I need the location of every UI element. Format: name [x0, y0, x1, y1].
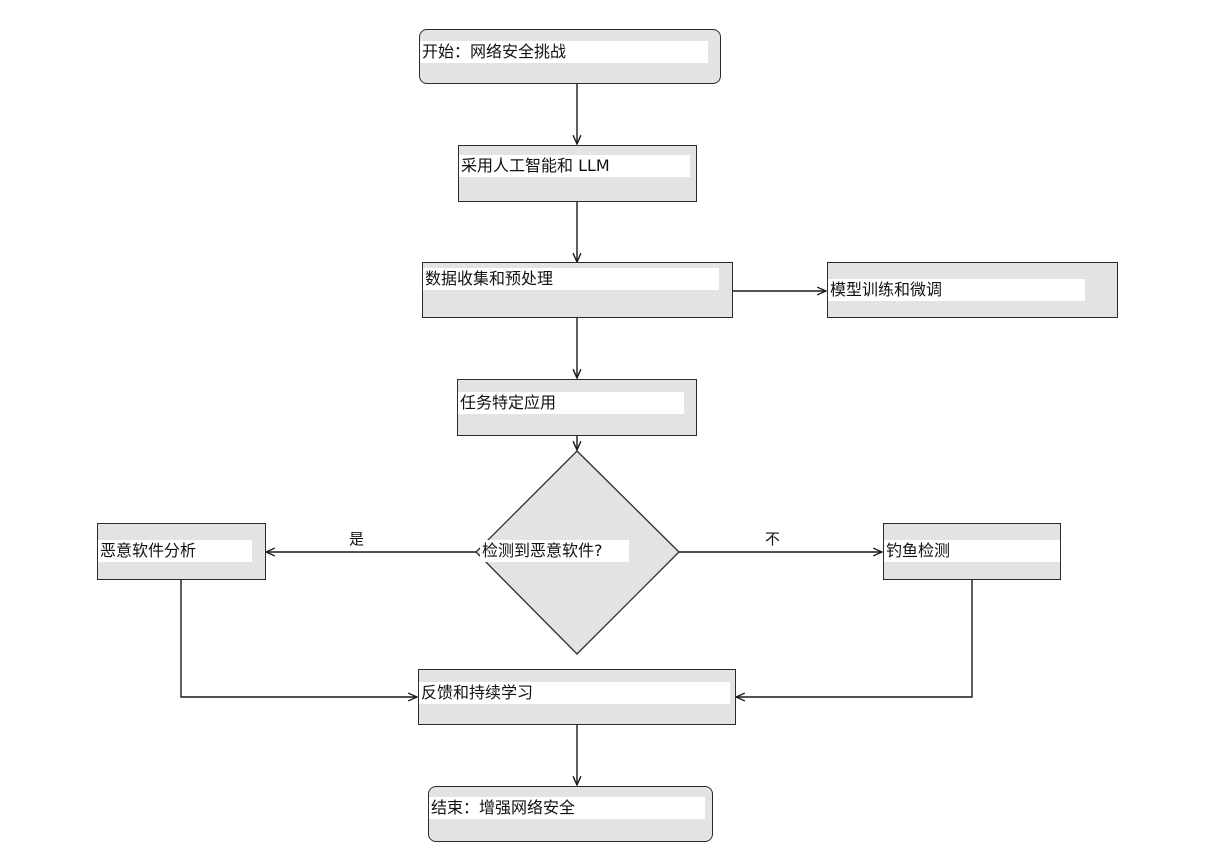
node-training-label: 模型训练和微调: [828, 279, 1085, 301]
edge-phishing-to-feedback: [736, 580, 973, 697]
node-phishing: 钓鱼检测: [883, 523, 1061, 580]
decision-label: 检测到恶意软件?: [480, 540, 629, 562]
node-data-prep-label: 数据收集和预处理: [423, 268, 719, 290]
node-end-label: 结束：增强网络安全: [429, 797, 705, 819]
edge-label-yes: 是: [349, 530, 365, 548]
node-training: 模型训练和微调: [827, 262, 1118, 318]
node-ai-llm: 采用人工智能和 LLM: [458, 145, 697, 202]
node-task-apps: 任务特定应用: [457, 379, 697, 436]
node-malware: 恶意软件分析: [97, 523, 266, 580]
edge-label-no: 不: [765, 530, 781, 548]
node-data-prep: 数据收集和预处理: [422, 262, 733, 318]
node-start-label: 开始：网络安全挑战: [420, 41, 708, 63]
node-start: 开始：网络安全挑战: [419, 29, 721, 84]
node-phishing-label: 钓鱼检测: [884, 540, 1060, 562]
node-malware-label: 恶意软件分析: [98, 540, 252, 562]
node-ai-llm-label: 采用人工智能和 LLM: [459, 155, 690, 177]
node-feedback-label: 反馈和持续学习: [419, 682, 730, 704]
edge-malware-to-feedback: [180, 580, 417, 697]
node-end: 结束：增强网络安全: [428, 786, 713, 842]
node-feedback: 反馈和持续学习: [418, 669, 736, 725]
node-task-apps-label: 任务特定应用: [458, 392, 684, 414]
